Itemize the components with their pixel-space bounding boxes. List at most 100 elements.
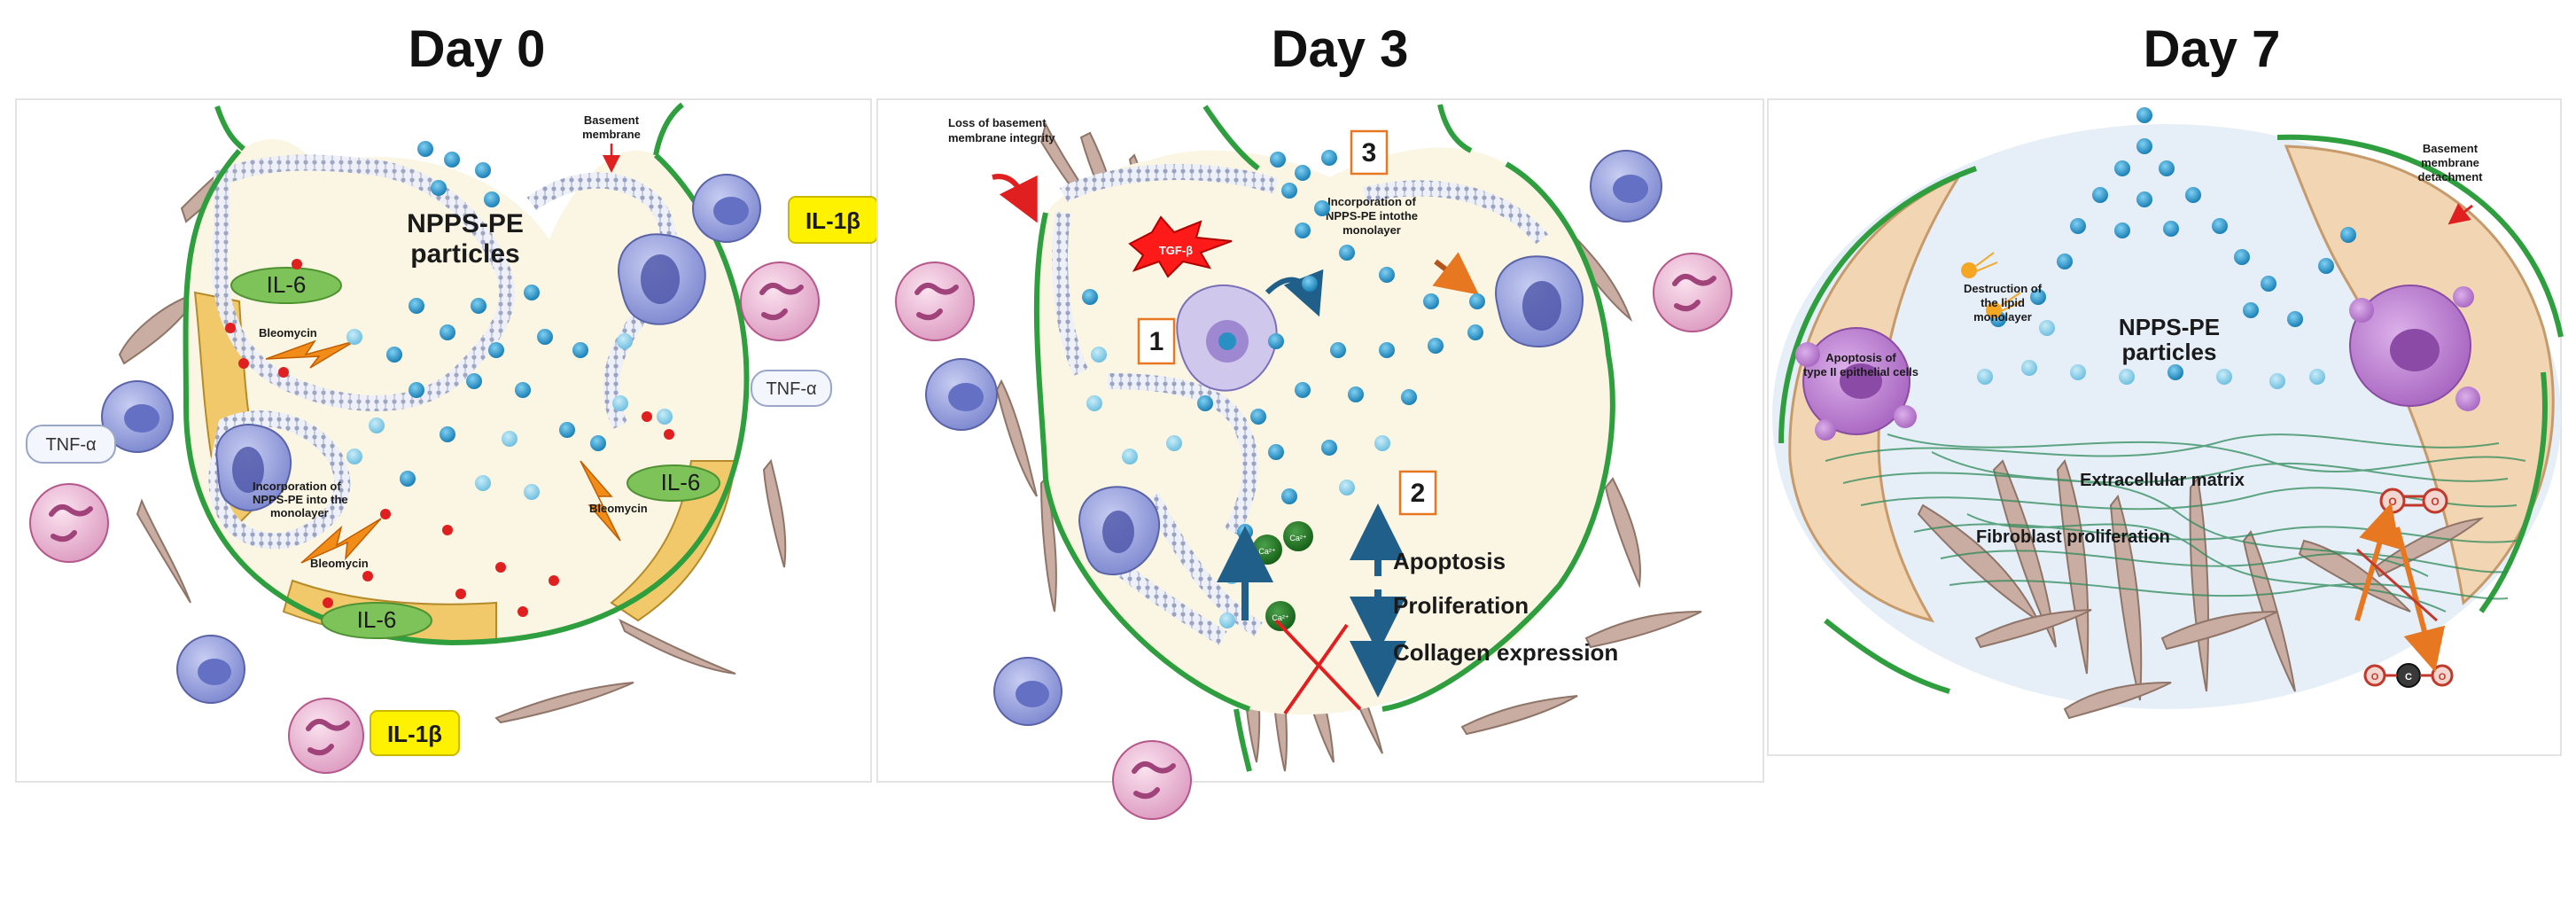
apoptotic-cell [2349,285,2480,411]
neutrophil [740,261,820,341]
fibroblast-group [1917,458,2485,720]
il6-marker [626,464,720,502]
inhibit-cross [2356,548,2438,622]
lipid-monolayer [1059,163,1279,203]
il6-marker [230,267,342,304]
lipid-monolayer [1052,211,1089,377]
apoptosis-epithelial-label: type II epithelial cells [1803,365,1918,378]
tgf-label: TGF-β [1159,244,1193,257]
particles-label: particles [410,239,519,269]
pointer-arrow [992,174,1038,223]
panel-day3: TGF-β Loss of basement membrane integrit… [876,98,1764,820]
il6-label: IL-6 [357,606,397,633]
basement-membrane [2276,134,2564,338]
panel-title-day0: Day 0 [408,20,546,78]
apoptosis-label: Apoptosis [1393,548,1506,574]
lipid-fragment-icon [1961,252,2023,318]
svg-text:C: C [2405,672,2412,683]
il6-label: IL-6 [267,271,307,298]
neutrophil [1112,740,1192,820]
loss-membrane-label: Loss of basement [948,116,1047,129]
ecm-label: Extracellular matrix [2080,471,2245,490]
particles-label: particles [2122,339,2217,365]
pointer-arrow [1432,252,1480,295]
panel-day0: IL-6 IL-6 IL-6 IL-1β IL-1β TNF-α TNF-α B… [15,98,878,783]
macrophage [1495,255,1584,347]
il6-label: IL-6 [661,469,701,496]
fibroblast-proliferation-label: Fibroblast proliferation [1976,527,2170,547]
incorporation-label: Incorporation of [1327,195,1416,208]
destruction-label: monolayer [1973,310,2032,324]
step-1-label: 1 [1149,327,1164,356]
step-3-box [1350,129,1389,176]
pointer-arrow [2448,203,2473,225]
bleomycin-label: Bleomycin [589,502,648,515]
lipid-monolayer [1107,373,1258,536]
bleomycin-label: Bleomycin [310,557,369,570]
npps-pe-particles [346,141,673,500]
il1b-badge [370,710,460,756]
calcium-label: Ca²⁺ [1258,547,1276,556]
calcium-label: Ca²⁺ [1289,534,1307,542]
detachment-label: detachment [2418,170,2484,183]
basement-label: Basement [584,113,640,127]
basement-membrane [1778,166,1978,444]
destruction-label: the lipid [1981,296,2025,309]
apoptosis-epithelial-label: Apoptosis of [1825,351,1896,364]
co2-molecule: O C O [2363,663,2454,688]
incorporation-label: monolayer [1342,223,1401,237]
bleomycin-dots [225,259,674,617]
svg-text:O: O [2439,672,2447,683]
il1b-label: IL-1β [387,721,442,747]
incorporation-label: NPPS-PE into the [253,493,348,506]
svg-text:O: O [2388,496,2396,508]
macrophage [215,424,292,511]
epithelial-cell [610,460,737,622]
incorporation-label: monolayer [270,506,329,519]
proliferation-label: Proliferation [1393,592,1529,619]
macrophage [618,233,706,325]
basement-label: membrane [582,128,641,141]
gas-exchange-arrow [2394,527,2446,673]
particles-label: NPPS-PE [407,209,524,238]
neutrophil [288,698,364,774]
neutrophil [895,261,975,341]
il1b-label: IL-1β [805,207,860,234]
step-1-box [1137,317,1176,365]
step-2-label: 2 [1411,479,1426,508]
extracellular-matrix-fibers [1825,433,2526,613]
macrophage [1078,486,1161,576]
collagen-label: Collagen expression [1393,639,1618,666]
basement-membrane [1381,161,1615,712]
neutrophil [1653,253,1732,332]
neutrophil [29,483,109,563]
il6-marker [321,602,432,639]
gas-exchange-arrow [2354,502,2401,621]
panel-title-day3: Day 3 [1271,20,1409,78]
basement-membrane [1033,212,1251,712]
tnf-badge [26,425,116,464]
tgf-burst-icon [1128,215,1233,278]
incorporation-label: NPPS-PE intothe [1326,209,1418,222]
basement-membrane [183,149,750,646]
lipid-monolayer [208,410,351,550]
apoptotic-cell [1795,327,1917,441]
calcium-label: Ca²⁺ [1272,613,1289,622]
lipid-monolayer [211,154,516,411]
loss-membrane-label: membrane integrity [948,131,1055,144]
step-3-label: 3 [1362,138,1377,168]
panel-day7: O O O C O Basement membrane detachment D… [1767,98,2564,756]
particles-label: NPPS-PE [2119,314,2220,340]
tnf-label: TNF-α [45,435,96,455]
svg-text:O: O [2371,672,2379,683]
destruction-label: Destruction of [1964,282,2043,295]
tnf-badge [751,370,832,407]
detachment-label: Basement [2423,142,2479,155]
detachment-label: membrane [2421,156,2479,169]
bleomycin-label: Bleomycin [259,326,317,339]
tnf-label: TNF-α [766,379,816,399]
incorporation-label: Incorporation of [253,480,341,493]
panel-title-day7: Day 7 [2143,20,2281,78]
inhibit-cross [1283,623,1349,715]
